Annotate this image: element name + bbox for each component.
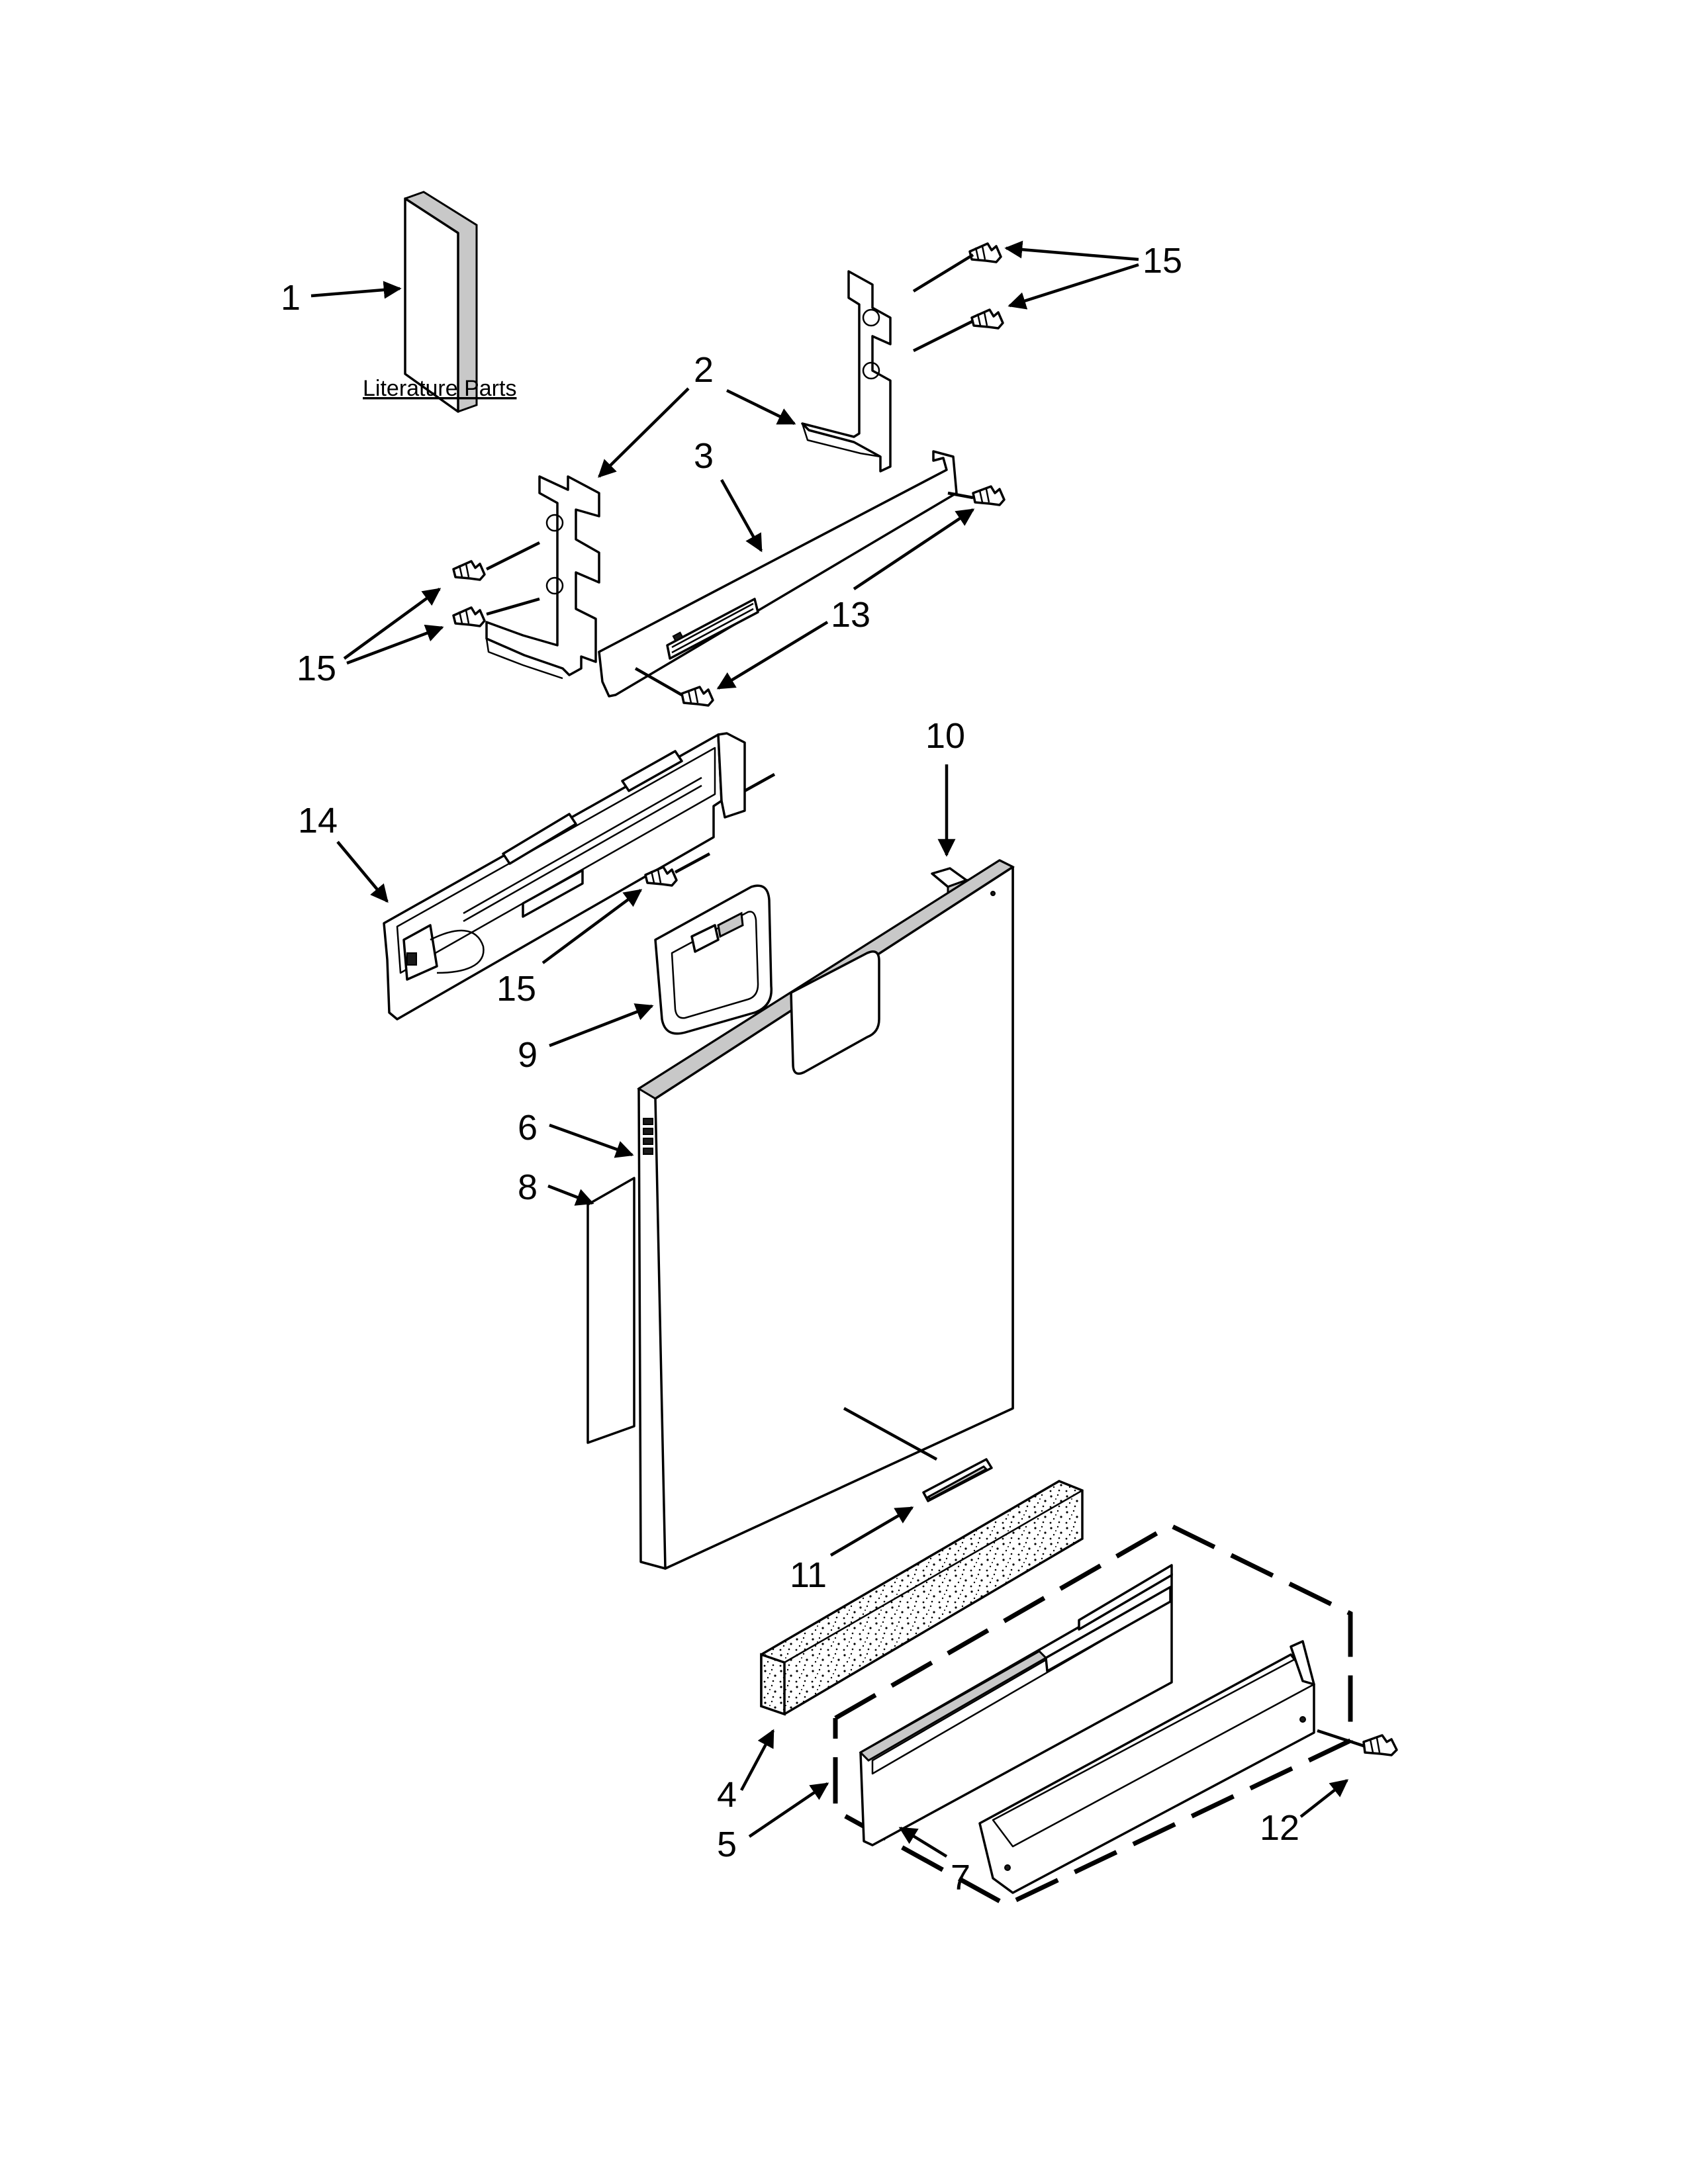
screw-axis-3 [485, 541, 541, 571]
screw-axis-12 [1317, 1729, 1364, 1748]
callout-5: 5 [717, 1825, 737, 1864]
callout-10: 10 [925, 716, 965, 756]
leader-15e [541, 889, 643, 964]
callout-14: 14 [298, 801, 338, 841]
leader-14 [336, 841, 389, 903]
leader-9 [549, 1003, 654, 1048]
foam-insulation-block[interactable] [760, 1480, 1084, 1716]
screw-15-left-2[interactable] [452, 606, 486, 627]
leader-2a [598, 387, 690, 478]
leader-15d [346, 624, 444, 665]
kick-plate-screw[interactable] [1362, 1734, 1398, 1756]
callout-6: 6 [518, 1108, 538, 1148]
leader-3 [720, 478, 763, 553]
screw-15-panel[interactable] [644, 866, 678, 887]
screw-15-left-1[interactable] [452, 560, 486, 581]
callout-2: 2 [694, 350, 714, 390]
screw-13-left[interactable] [680, 686, 714, 707]
leader-7 [898, 1827, 948, 1858]
leader-15b [1008, 263, 1139, 310]
leader-8 [547, 1184, 594, 1206]
callout-15-panel: 15 [496, 969, 536, 1009]
screw-axis-7 [674, 852, 711, 874]
leader-1 [310, 281, 402, 299]
callout-9: 9 [518, 1035, 538, 1075]
brand-badge[interactable] [922, 1458, 993, 1502]
callout-15-left: 15 [297, 649, 336, 688]
leader-12 [1299, 1779, 1349, 1818]
callout-4: 4 [717, 1775, 737, 1815]
callout-3: 3 [694, 436, 714, 476]
callout-8: 8 [518, 1167, 538, 1207]
callout-11: 11 [790, 1555, 827, 1595]
door-vent-slots [643, 1118, 653, 1155]
mounting-bracket-left[interactable] [485, 475, 600, 680]
screw-axis-2 [912, 319, 974, 353]
screw-15-top-2[interactable] [970, 308, 1004, 330]
toe-panel[interactable] [859, 1564, 1173, 1846]
leader-5 [748, 1782, 829, 1838]
screw-13-right[interactable] [972, 485, 1006, 506]
literature-booklet[interactable] [404, 191, 478, 413]
leader-2b [726, 388, 796, 426]
leader-11 [829, 1506, 914, 1557]
screw-axis-6 [634, 667, 683, 696]
leader-13a [853, 508, 975, 590]
leader-13b [716, 621, 829, 690]
screw-axis-1 [912, 253, 974, 293]
leader-6 [549, 1123, 634, 1158]
door-handle[interactable] [654, 884, 773, 1035]
callout-15-top: 15 [1143, 241, 1182, 281]
callout-12: 12 [1260, 1808, 1299, 1848]
screw-axis-4 [486, 597, 540, 616]
access-panel-bracket[interactable] [598, 450, 958, 698]
callout-1: 1 [281, 278, 301, 318]
literature-parts-label: Literature Parts [363, 376, 516, 401]
leader-15c [343, 588, 442, 660]
screw-15-top-1[interactable] [968, 242, 1002, 263]
callout-13: 13 [831, 595, 870, 635]
control-panel-assembly[interactable] [383, 732, 776, 1021]
mounting-bracket-right[interactable] [801, 270, 892, 473]
leader-15a [1004, 240, 1139, 261]
panel-axis [743, 773, 776, 792]
leader-4 [740, 1729, 774, 1792]
door-panel[interactable] [637, 859, 1015, 1570]
screw-axis-5 [947, 491, 974, 500]
badge-axis [843, 1407, 938, 1461]
callout-7: 7 [951, 1858, 970, 1897]
rear-kick-plate[interactable] [978, 1640, 1315, 1894]
